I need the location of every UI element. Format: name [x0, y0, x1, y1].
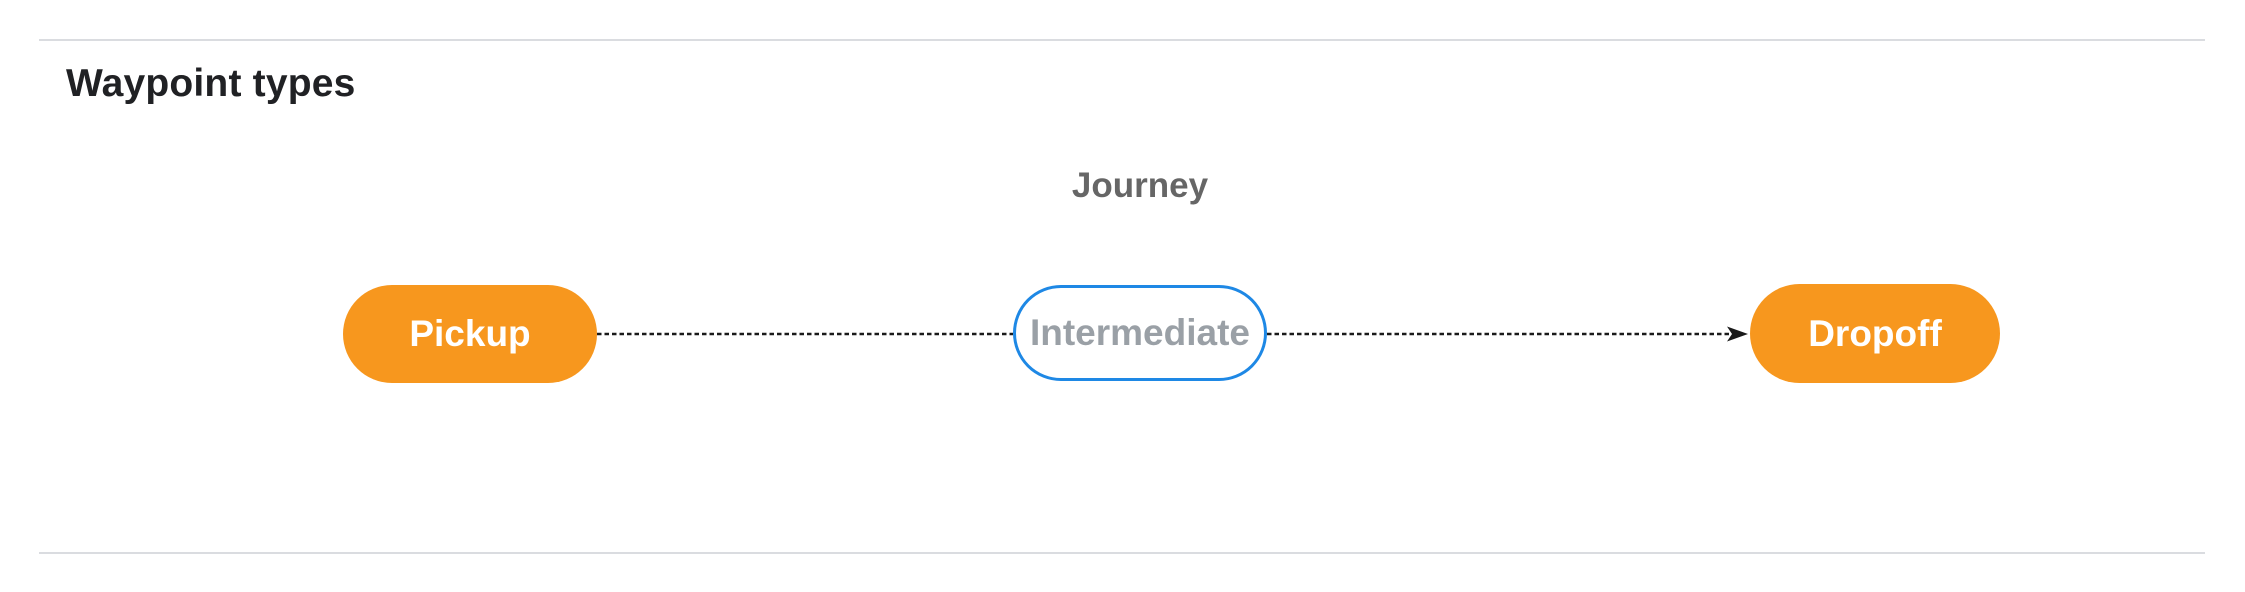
arrowhead-icon — [1727, 326, 1748, 342]
edge-pickup-intermediate — [597, 332, 1013, 336]
node-dropoff: Dropoff — [1750, 284, 2000, 383]
node-dropoff-label: Dropoff — [1808, 312, 1942, 354]
edge-intermediate-dropoff — [1267, 326, 1748, 342]
top-divider — [39, 39, 2205, 41]
node-intermediate: Intermediate — [1013, 285, 1267, 381]
bottom-divider — [39, 552, 2205, 554]
node-intermediate-label: Intermediate — [1029, 312, 1250, 353]
journey-group-label: Journey — [1071, 166, 1209, 205]
page-title: Waypoint types — [66, 62, 356, 105]
node-pickup-label: Pickup — [409, 313, 531, 354]
node-pickup: Pickup — [343, 285, 597, 383]
